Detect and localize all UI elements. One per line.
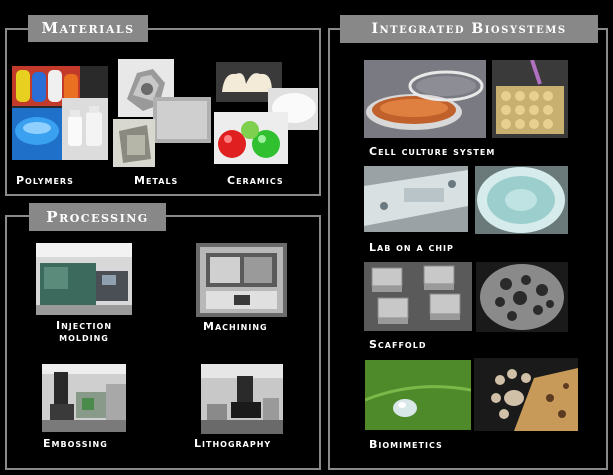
machining-image xyxy=(196,243,287,317)
scaffold-label: Scaffold xyxy=(369,338,427,351)
lithography-label: Lithography xyxy=(194,437,272,450)
embossing-image xyxy=(42,364,126,432)
injection-molding-label: Injection molding xyxy=(55,319,113,344)
scaffold-pillars-image xyxy=(364,262,472,331)
materials-title: Materials xyxy=(28,15,148,42)
biomimetics-gecko-image xyxy=(474,358,578,431)
lab-chip-device-image xyxy=(364,166,468,232)
scaffold-porous-image xyxy=(476,262,568,332)
metals-image xyxy=(113,59,211,167)
ceramics-image xyxy=(214,62,318,164)
processing-title: Processing xyxy=(29,203,166,231)
injection-molding-image xyxy=(36,243,132,315)
lab-on-a-chip-label: Lab on a chip xyxy=(369,241,454,254)
cell-culture-dish-image xyxy=(364,60,486,138)
lithography-image xyxy=(201,364,283,434)
polymers-label: Polymers xyxy=(16,174,74,187)
lab-chip-disc-image xyxy=(475,166,568,234)
machining-label: Machining xyxy=(203,320,268,333)
biomimetics-leaf-image xyxy=(365,360,471,430)
polymers-image xyxy=(12,66,108,160)
metals-label: Metals xyxy=(134,174,179,187)
embossing-label: Embossing xyxy=(43,437,108,450)
materials-panel xyxy=(5,28,321,196)
ceramics-label: Ceramics xyxy=(227,174,284,187)
biosystems-title: Integrated Biosystems xyxy=(340,15,598,43)
cell-culture-label: Cell culture system xyxy=(369,145,496,158)
biomimetics-label: Biomimetics xyxy=(369,438,443,451)
cell-culture-plate-image xyxy=(492,60,568,138)
